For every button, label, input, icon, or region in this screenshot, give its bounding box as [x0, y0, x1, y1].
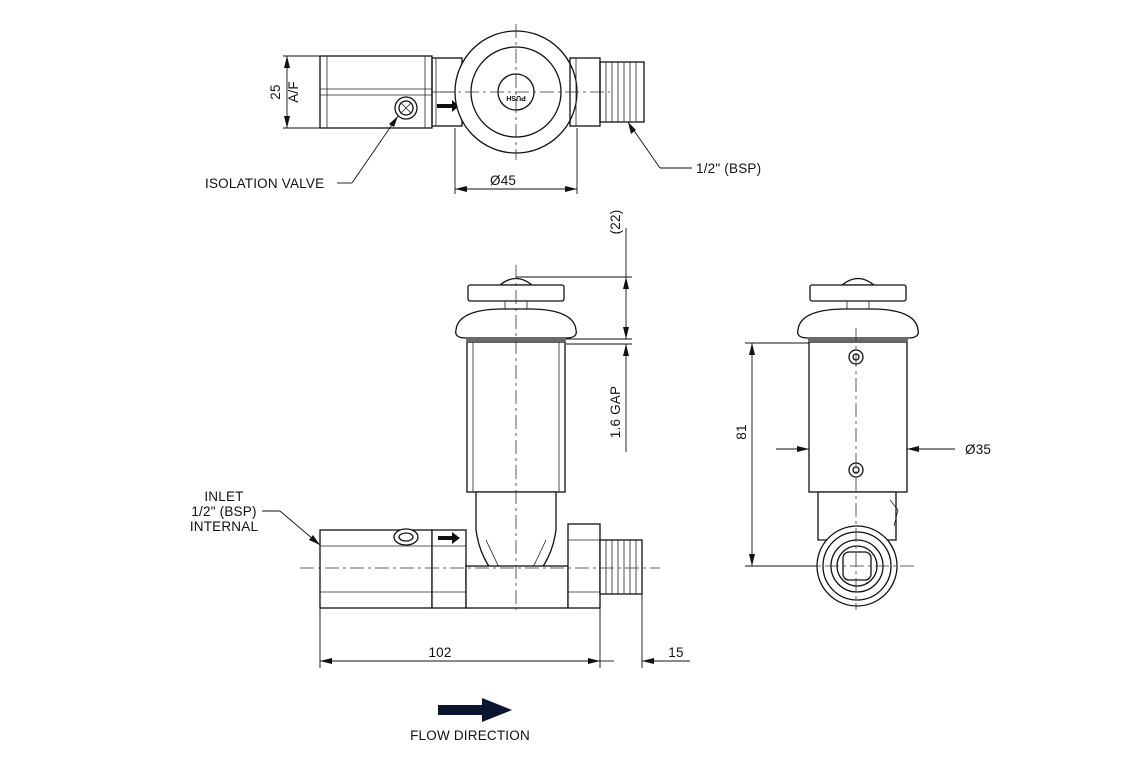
dia35-label: Ø35 [965, 442, 991, 457]
horizontal-dimensions-front: 102 15 [319, 594, 690, 668]
front-screw-icon [393, 528, 419, 546]
flow-direction-label: FLOW DIRECTION [410, 728, 530, 743]
top-view: PUSH [319, 24, 645, 160]
front-view [300, 265, 660, 610]
inlet-callout: INLET 1/2" (BSP) INTERNAL [190, 489, 321, 546]
vertical-dimensions-front: (22) 1.6 GAP [516, 210, 632, 452]
af-unit: A/F [286, 81, 301, 103]
flow-arrow-icon [438, 698, 512, 722]
side-dimensions: 81 Ø35 [734, 342, 991, 567]
isolation-valve-label: ISOLATION VALVE [205, 176, 324, 191]
inlet-line2: 1/2" (BSP) [191, 504, 256, 519]
gap-label: 1.6 GAP [608, 386, 623, 438]
inlet-line1: INLET [204, 489, 243, 504]
flow-direction: FLOW DIRECTION [410, 698, 530, 743]
dim-15-label: 15 [668, 645, 683, 660]
dim-22-label: (22) [608, 210, 623, 235]
isolation-valve-callout: ISOLATION VALVE [205, 115, 399, 191]
af-dimension: 25 A/F [268, 55, 320, 129]
af-value: 25 [268, 84, 283, 99]
isolation-screw-icon [394, 96, 418, 120]
push-label: PUSH [506, 94, 525, 101]
bsp-callout-top: 1/2" (BSP) [627, 121, 761, 176]
dia45-label: Ø45 [490, 173, 516, 188]
dim-81-label: 81 [734, 424, 749, 439]
inlet-line3: INTERNAL [190, 519, 259, 534]
side-view [797, 277, 919, 610]
bsp-label-top: 1/2" (BSP) [696, 161, 761, 176]
dim-102-label: 102 [428, 645, 451, 660]
dia45-dimension: Ø45 [454, 128, 578, 194]
